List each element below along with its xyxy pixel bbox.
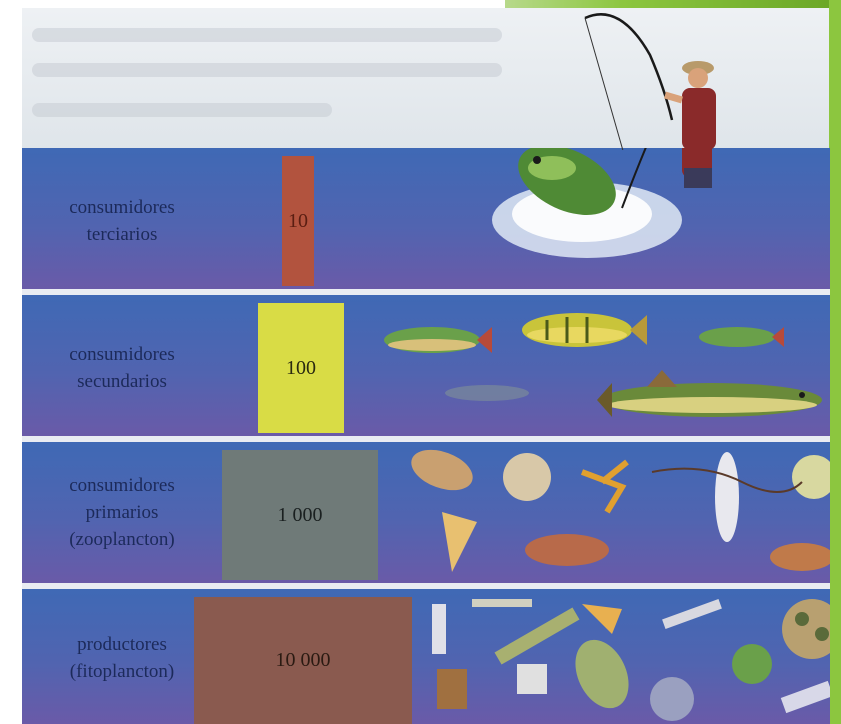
fisherman-illustration	[0, 0, 841, 150]
level-band-producers: productores (fitoplancton) 10 000	[22, 589, 830, 724]
phytoplankton-illustration	[22, 589, 830, 724]
level-band-secondary: consumidores secundarios 100	[22, 295, 830, 437]
fish-group-illustration	[22, 295, 830, 437]
level-band-primary: consumidores primarios (zooplancton) 1 0…	[22, 442, 830, 584]
level-band-tertiary: consumidores terciarios 10	[22, 148, 830, 290]
fish-illustration	[384, 327, 492, 353]
fish-illustration	[522, 313, 647, 347]
fish-illustration	[699, 327, 784, 347]
fisherman-scene-illustration	[22, 148, 830, 290]
pike-illustration	[597, 370, 822, 417]
zooplankton-illustration	[22, 442, 830, 584]
fish-illustration	[445, 385, 529, 401]
